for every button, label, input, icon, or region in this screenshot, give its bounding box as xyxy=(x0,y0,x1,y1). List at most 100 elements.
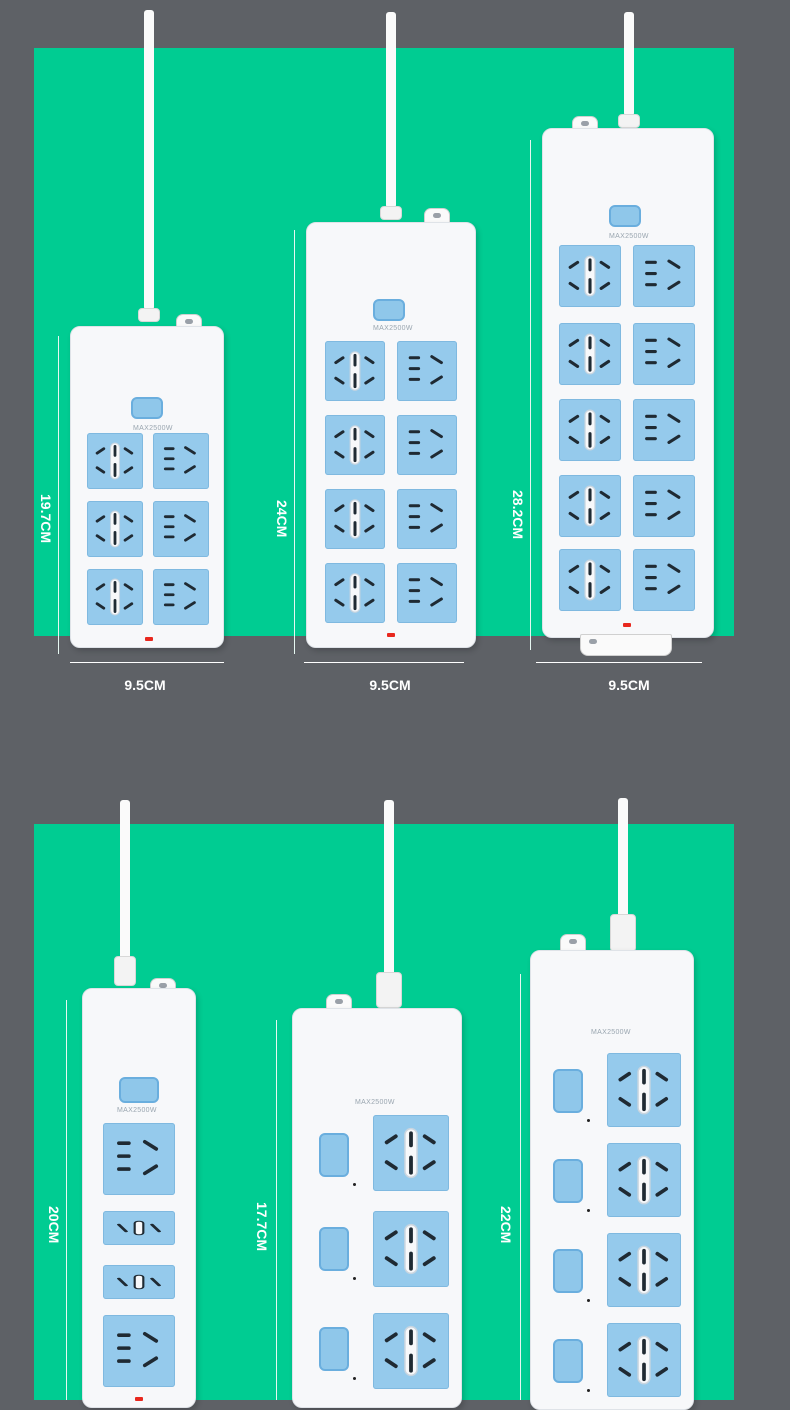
socket-three-pin[interactable] xyxy=(633,549,695,611)
indicator-led xyxy=(145,637,153,641)
socket-three-pin[interactable] xyxy=(633,245,695,307)
power-cord xyxy=(618,798,628,918)
socket-universal[interactable] xyxy=(559,245,621,307)
individual-switch[interactable] xyxy=(553,1249,583,1293)
socket-universal[interactable] xyxy=(325,489,385,549)
power-strip-4-switch: MAX2500W xyxy=(530,950,694,1410)
cord-sleeve xyxy=(114,956,136,986)
indicator-dot xyxy=(587,1209,590,1212)
dimension-line-horizontal xyxy=(70,662,224,663)
socket-holes-icon xyxy=(408,429,443,459)
cord-sleeve xyxy=(138,308,160,322)
socket-holes-icon xyxy=(568,255,611,297)
rating-marking: MAX2500W xyxy=(609,233,649,240)
individual-switch[interactable] xyxy=(319,1327,349,1371)
socket-universal[interactable] xyxy=(607,1053,681,1127)
rating-marking: MAX2500W xyxy=(355,1099,395,1106)
socket-holes-icon xyxy=(568,333,611,375)
socket-universal[interactable] xyxy=(607,1143,681,1217)
length-label: 19.7CM xyxy=(38,494,54,544)
power-cord xyxy=(144,10,154,310)
socket-universal[interactable] xyxy=(559,399,621,461)
socket-universal[interactable] xyxy=(559,323,621,385)
socket-holes-icon xyxy=(334,351,375,391)
individual-switch[interactable] xyxy=(553,1159,583,1203)
rating-marking: MAX2500W xyxy=(117,1107,157,1114)
indicator-dot xyxy=(587,1299,590,1302)
socket-holes-icon xyxy=(408,503,443,533)
indicator-led xyxy=(387,633,395,637)
length-label: 17.7CM xyxy=(254,1202,270,1252)
socket-three-pin[interactable] xyxy=(103,1315,175,1387)
power-switch[interactable] xyxy=(131,397,163,419)
socket-holes-icon xyxy=(645,489,681,520)
socket-holes-icon xyxy=(334,499,375,539)
socket-universal[interactable] xyxy=(325,415,385,475)
length-label: 28.2CM xyxy=(510,490,526,540)
rating-marking: MAX2500W xyxy=(373,325,413,332)
socket-three-pin[interactable] xyxy=(103,1123,175,1195)
dimension-line-vertical xyxy=(520,974,521,1400)
socket-three-pin[interactable] xyxy=(633,475,695,537)
socket-universal[interactable] xyxy=(373,1115,449,1191)
socket-universal[interactable] xyxy=(373,1313,449,1389)
indicator-dot xyxy=(353,1377,356,1380)
power-strip-4-outlet: MAX2500W xyxy=(82,988,196,1408)
socket-holes-icon xyxy=(117,1139,159,1176)
width-label: 9.5CM xyxy=(608,677,650,693)
socket-three-pin[interactable] xyxy=(397,415,457,475)
socket-holes-icon xyxy=(408,577,443,607)
cord-sleeve xyxy=(618,114,640,128)
width-label: 9.5CM xyxy=(369,677,411,693)
rating-marking: MAX2500W xyxy=(133,425,173,432)
socket-two-pin[interactable] xyxy=(103,1211,175,1245)
socket-three-pin[interactable] xyxy=(153,569,209,625)
socket-three-pin[interactable] xyxy=(633,323,695,385)
socket-holes-icon xyxy=(645,413,681,444)
socket-holes-icon xyxy=(95,442,134,480)
socket-universal[interactable] xyxy=(373,1211,449,1287)
socket-universal[interactable] xyxy=(607,1233,681,1307)
dimension-line-vertical xyxy=(276,1020,277,1400)
socket-three-pin[interactable] xyxy=(397,563,457,623)
rating-marking: MAX2500W xyxy=(591,1029,631,1036)
socket-holes-icon xyxy=(163,514,196,542)
power-switch[interactable] xyxy=(609,205,641,227)
indicator-dot xyxy=(587,1389,590,1392)
socket-universal[interactable] xyxy=(607,1323,681,1397)
socket-three-pin[interactable] xyxy=(397,489,457,549)
socket-two-pin[interactable] xyxy=(103,1265,175,1299)
socket-holes-icon xyxy=(117,1331,159,1368)
dimension-line-vertical xyxy=(530,140,531,650)
dimension-line-vertical xyxy=(66,1000,67,1400)
socket-three-pin[interactable] xyxy=(633,399,695,461)
socket-holes-icon xyxy=(408,355,443,385)
dimension-line-vertical xyxy=(58,336,59,654)
socket-universal[interactable] xyxy=(87,569,143,625)
power-cord xyxy=(120,800,130,960)
cord-sleeve xyxy=(610,914,636,952)
individual-switch[interactable] xyxy=(319,1133,349,1177)
power-strip-6-outlet: MAX2500W xyxy=(70,326,224,648)
power-switch[interactable] xyxy=(119,1077,159,1103)
socket-holes-icon xyxy=(645,259,681,290)
power-switch[interactable] xyxy=(373,299,405,321)
socket-universal[interactable] xyxy=(325,563,385,623)
socket-holes-icon xyxy=(384,1127,436,1179)
socket-universal[interactable] xyxy=(87,433,143,489)
socket-three-pin[interactable] xyxy=(397,341,457,401)
socket-universal[interactable] xyxy=(559,549,621,611)
socket-three-pin[interactable] xyxy=(153,501,209,557)
individual-switch[interactable] xyxy=(553,1339,583,1383)
socket-three-pin[interactable] xyxy=(153,433,209,489)
socket-holes-icon xyxy=(568,559,611,601)
socket-universal[interactable] xyxy=(87,501,143,557)
individual-switch[interactable] xyxy=(553,1069,583,1113)
socket-universal[interactable] xyxy=(559,475,621,537)
dimension-line-vertical xyxy=(294,230,295,654)
socket-universal[interactable] xyxy=(325,341,385,401)
individual-switch[interactable] xyxy=(319,1227,349,1271)
length-label: 24CM xyxy=(274,500,290,538)
socket-holes-icon xyxy=(163,446,196,474)
socket-holes-icon xyxy=(163,582,196,610)
